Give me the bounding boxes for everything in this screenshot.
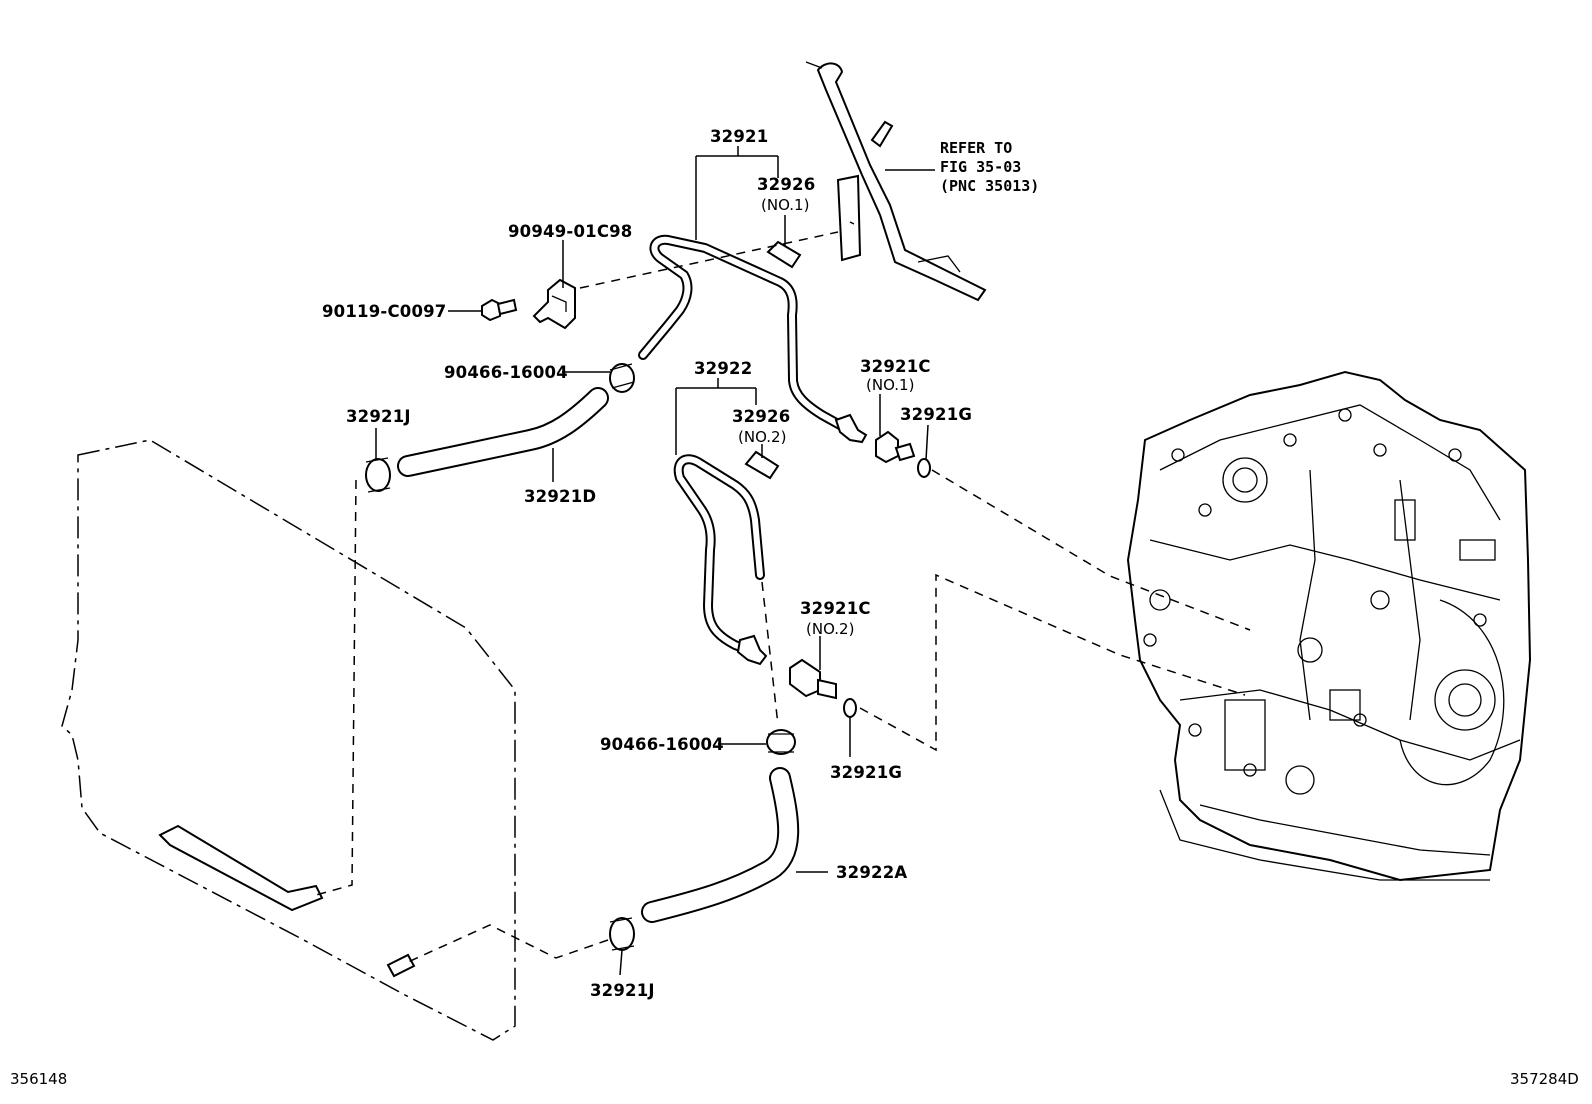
diagram-code-left: 356148 bbox=[10, 1070, 67, 1088]
dipstick-tube bbox=[805, 61, 987, 302]
label-32921G-upper: 32921G bbox=[900, 405, 972, 424]
label-32921: 32921 bbox=[710, 127, 768, 146]
sleeve-32926-no2 bbox=[744, 450, 780, 480]
hose-32922A bbox=[641, 767, 800, 923]
label-32922A: 32922A bbox=[836, 863, 907, 882]
hose-clamp-32921J-lower bbox=[609, 917, 635, 951]
label-32926-no2: 32926 bbox=[732, 407, 790, 426]
refer-line-3: (PNC 35013) bbox=[940, 177, 1039, 195]
transmission-assembly bbox=[1126, 370, 1532, 882]
label-32921J-upper: 32921J bbox=[346, 407, 411, 426]
pipe-32921 bbox=[638, 234, 868, 444]
leader-lines bbox=[375, 146, 929, 976]
label-90949-01C98: 90949-01C98 bbox=[508, 222, 632, 241]
label-32921D: 32921D bbox=[524, 487, 596, 506]
refer-line-1: REFER TO bbox=[940, 139, 1012, 157]
hose-clamp-32921J-upper bbox=[365, 457, 391, 493]
label-no1-a: (NO.1) bbox=[761, 196, 809, 214]
union-32921C-no2 bbox=[789, 658, 837, 700]
pipe-32922 bbox=[673, 454, 768, 666]
label-32921C-no2: 32921C bbox=[800, 599, 871, 618]
label-90466-16004-lower: 90466-16004 bbox=[600, 735, 724, 754]
refer-line-2: FIG 35-03 bbox=[940, 158, 1021, 176]
label-32922: 32922 bbox=[694, 359, 752, 378]
label-90119-C0097: 90119-C0097 bbox=[322, 302, 446, 321]
label-32921C-no1: 32921C bbox=[860, 357, 931, 376]
label-no1-b: (NO.1) bbox=[866, 376, 914, 394]
bolt-90119 bbox=[481, 298, 518, 322]
clamp-90949 bbox=[532, 278, 576, 330]
label-90466-16004-upper: 90466-16004 bbox=[444, 363, 568, 382]
label-32921G-lower: 32921G bbox=[830, 763, 902, 782]
gasket-32921G-lower bbox=[843, 698, 857, 718]
gasket-32921G-upper bbox=[917, 458, 931, 478]
label-32921J-lower: 32921J bbox=[590, 981, 655, 1000]
diagram-code-right: 357284D bbox=[1510, 1070, 1579, 1088]
union-32921C-no1 bbox=[875, 430, 916, 464]
label-no2-a: (NO.2) bbox=[738, 428, 786, 446]
label-no2-b: (NO.2) bbox=[806, 620, 854, 638]
connection-lines bbox=[315, 231, 1251, 963]
radiator-outline bbox=[61, 439, 516, 1041]
hose-32921D bbox=[397, 387, 609, 477]
label-32926-no1: 32926 bbox=[757, 175, 815, 194]
hose-clamp-upper bbox=[609, 363, 635, 393]
hose-clamp-lower bbox=[766, 729, 796, 755]
